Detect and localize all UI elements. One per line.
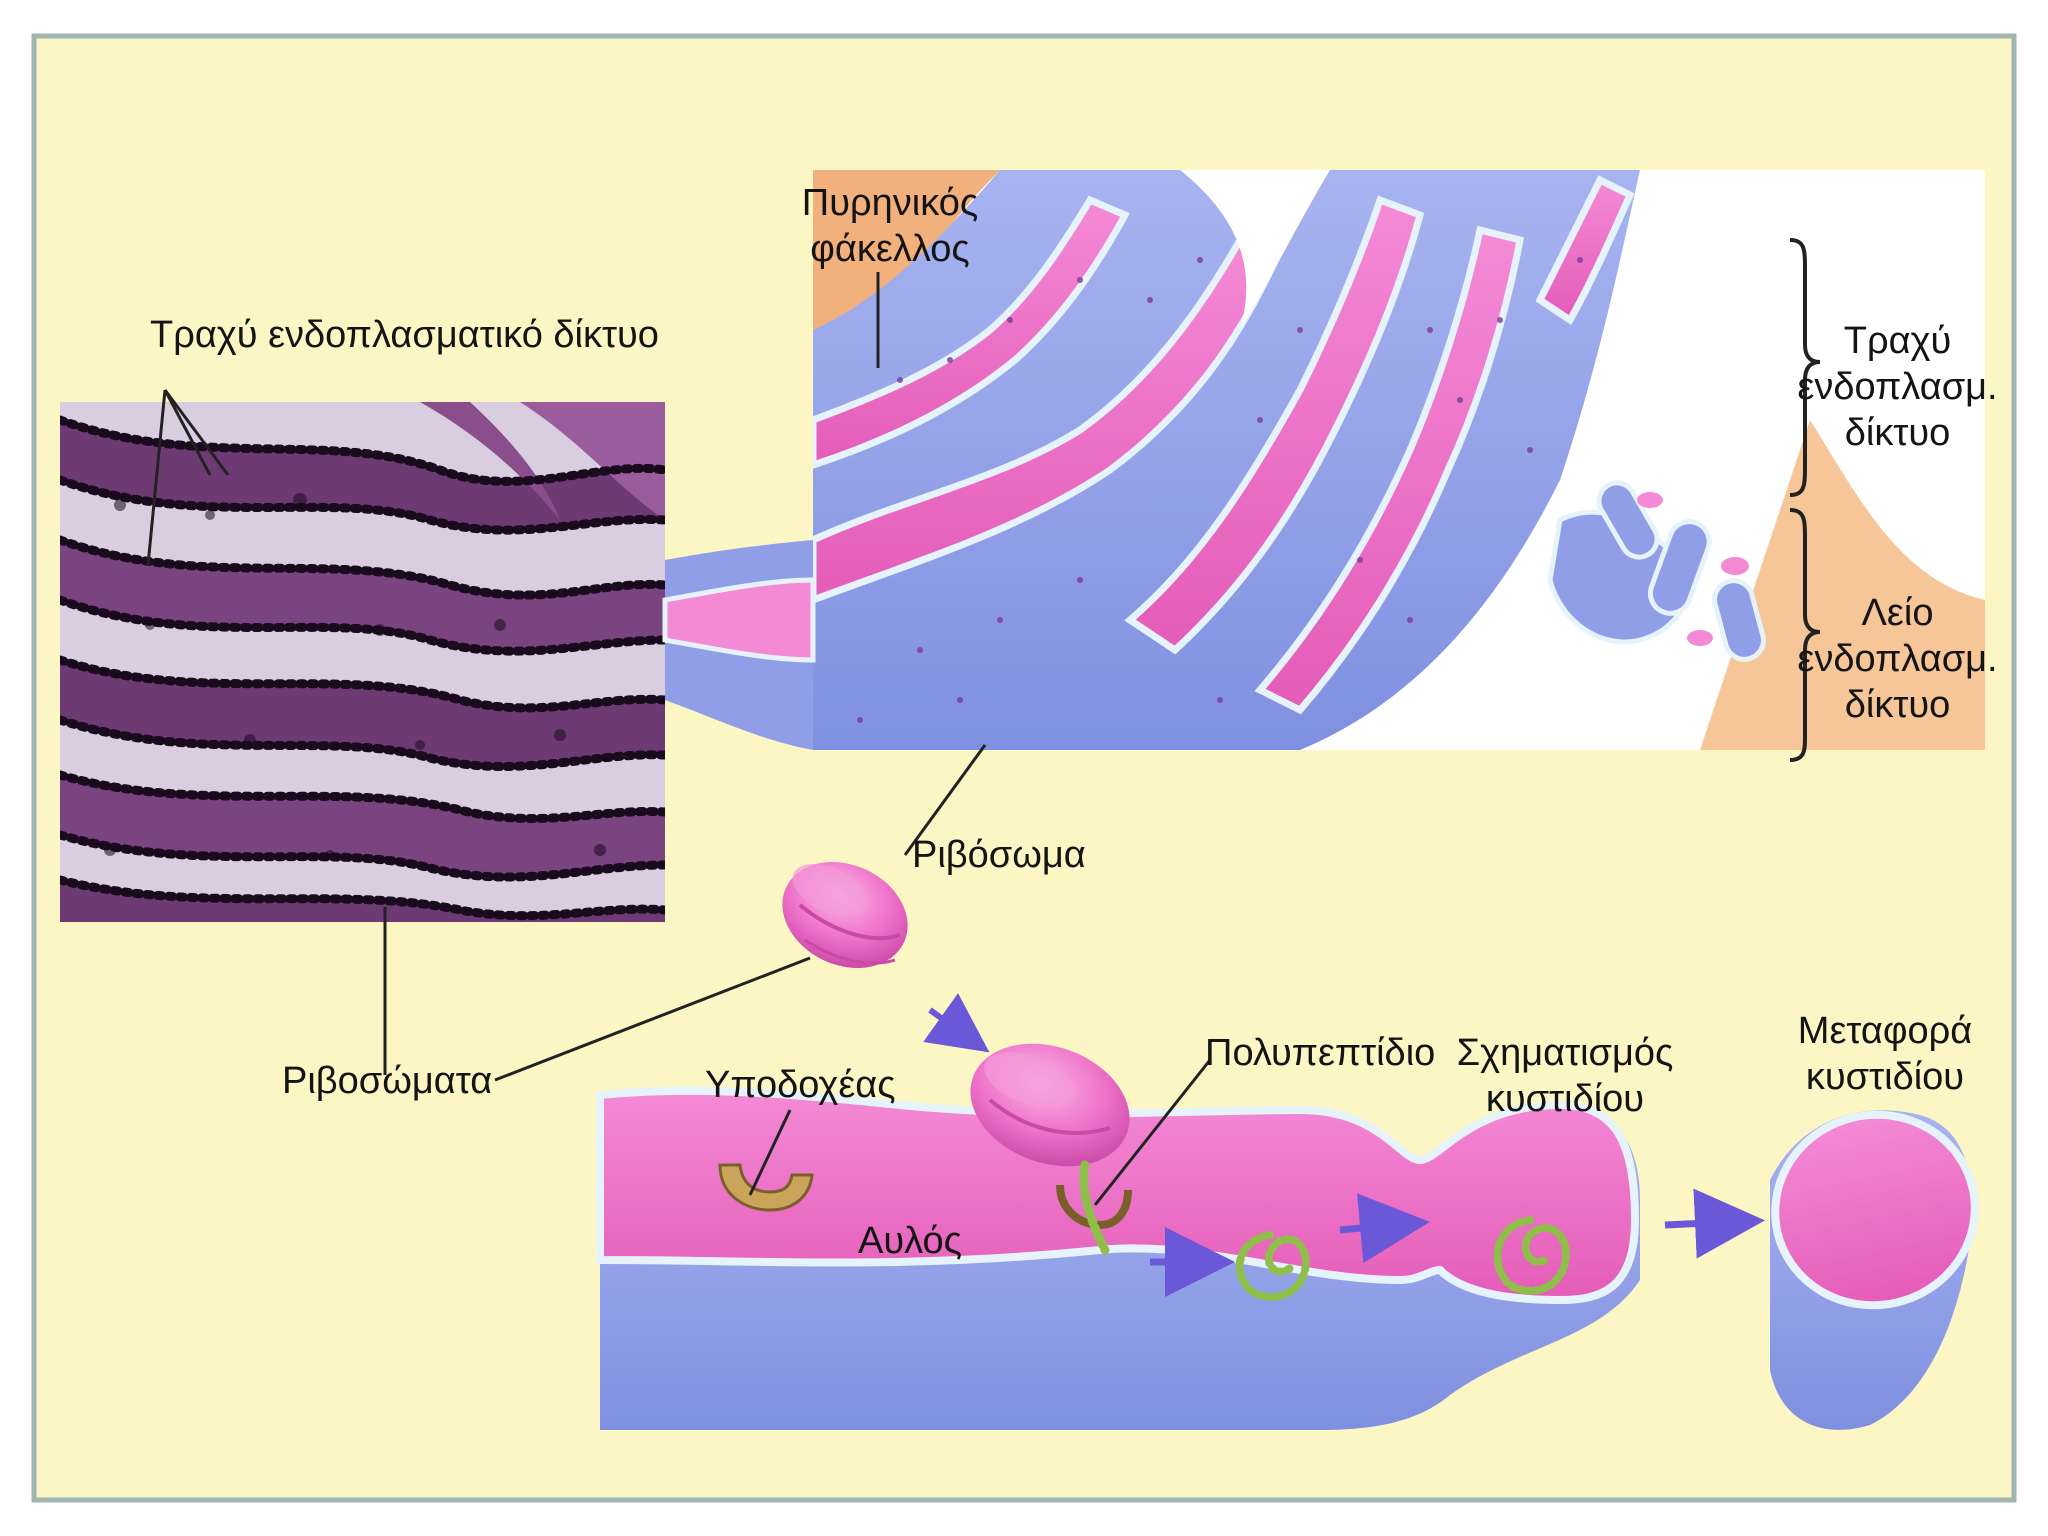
vesicle-transport-line2: κυστιδίου xyxy=(1805,1056,1965,1098)
smooth-er-line2: ενδοπλασμ. xyxy=(1797,638,1998,680)
ribosome-free xyxy=(782,862,908,968)
ribosome-label: Ριβόσωμα xyxy=(912,834,1086,876)
nuclear-envelope-label: Πυρηνικός φάκελλος xyxy=(795,180,985,272)
rough-er-side-line3: δίκτυο xyxy=(1844,412,1951,454)
micrograph xyxy=(60,402,665,922)
smooth-er-line1: Λείο xyxy=(1861,592,1934,634)
rough-er-side-line1: Τραχύ xyxy=(1843,320,1952,362)
ribosome-dots xyxy=(857,257,1583,723)
rough-er-side-label: Τραχύ ενδοπλασμ. δίκτυο xyxy=(1795,318,2000,456)
polypeptide-label: Πολυπεπτίδιο xyxy=(1205,1032,1436,1074)
nuclear-envelope-label-line2: φάκελλος xyxy=(810,228,970,270)
rough-er-micrograph-label: Τραχύ ενδοπλασματικό δίκτυο xyxy=(150,314,659,356)
receptor xyxy=(718,1163,814,1212)
nuclear-envelope xyxy=(813,170,1000,330)
rough-er-side-line2: ενδοπλασμ. xyxy=(1797,366,1998,408)
lumen-label: Αυλός xyxy=(858,1220,962,1262)
vesicle-formation-line1: Σχηματισμός xyxy=(1456,1032,1674,1074)
vesicle-transport-line1: Μεταφορά xyxy=(1797,1010,1973,1052)
flow-arrows xyxy=(1150,1188,1765,1297)
nuclear-envelope-label-line1: Πυρηνικός xyxy=(801,182,979,224)
receptor-label: Υποδοχέας xyxy=(705,1064,896,1106)
er-3d-panel xyxy=(813,170,1985,750)
vesicle-transport-label: Μεταφορά κυστιδίου xyxy=(1775,1008,1995,1100)
polypeptide-chain xyxy=(1079,1160,1110,1255)
smooth-er-brace xyxy=(1789,508,1821,762)
ribosomes-label: Ριβοσώματα xyxy=(282,1060,493,1102)
smooth-er-tubules xyxy=(1547,480,1766,662)
smooth-er-label: Λείο ενδοπλασμ. δίκτυο xyxy=(1795,590,2000,728)
vesicle-formation-line2: κυστιδίου xyxy=(1485,1078,1645,1120)
vesicle-formation-label: Σχηματισμός κυστιδίου xyxy=(1445,1030,1685,1122)
ribosome-docked xyxy=(970,1043,1132,1255)
smooth-er-line3: δίκτυο xyxy=(1844,684,1951,726)
rough-er-brace xyxy=(1789,238,1821,497)
transport-vesicle xyxy=(1770,1110,1979,1430)
